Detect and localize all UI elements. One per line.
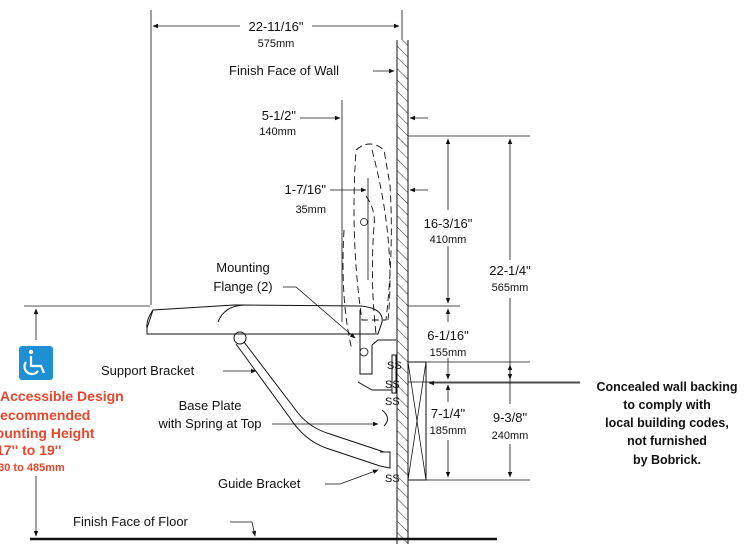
overall-width-in: 22-11/16" — [249, 19, 304, 34]
lower-mm: 185mm — [430, 425, 467, 437]
accessible-line-2: Recommended — [0, 407, 90, 423]
floor-label: Finish Face of Floor — [73, 514, 189, 529]
base-label-2: with Spring at Top — [157, 416, 261, 431]
guide-label: Guide Bracket — [218, 476, 301, 491]
depth-mm: 140mm — [259, 126, 296, 138]
flange-dimension: 1-7/16" 35mm — [285, 178, 428, 280]
accessible-line-4: 17'' to 19'' — [0, 442, 61, 458]
flange-label-2: Flange (2) — [213, 279, 272, 294]
callout-labels: Mounting Flange (2) Support Bracket Base… — [73, 260, 379, 537]
overall-width-mm: 575mm — [258, 38, 295, 50]
wall-backing — [407, 361, 427, 481]
overall-width-dimension: 22-11/16" 575mm — [150, 10, 403, 305]
accessible-line-3: Mounting Height — [0, 425, 95, 441]
accessible-block: Accessible Design Recommended Mounting H… — [0, 346, 124, 474]
wall-section — [396, 40, 409, 544]
mounting-flange — [357, 310, 397, 394]
depth-dimension: 5-1/2" 140mm — [259, 100, 428, 322]
total-mm: 565mm — [492, 282, 529, 294]
support-bracket — [233, 331, 391, 469]
flange-in: 1-7/16" — [285, 182, 327, 197]
wheelchair-glyph — [23, 349, 46, 376]
ss-mark-4: SS — [385, 473, 400, 485]
support-label: Support Bracket — [101, 363, 195, 378]
ss-mark-3: SS — [385, 396, 400, 408]
mid-in: 6-1/16" — [427, 328, 469, 343]
backing-in: 9-3/8" — [493, 410, 528, 425]
ss-mark-1: SS — [387, 360, 402, 372]
note-line-4: not furnished — [627, 434, 707, 448]
backing-mm: 240mm — [492, 430, 529, 442]
note-line-2: to comply with — [623, 398, 711, 412]
accessible-line-1: Accessible Design — [0, 388, 124, 404]
mounting-height-dimension — [24, 305, 150, 537]
upper-in: 16-3/16" — [424, 216, 473, 231]
ss-marks: SS SS SS SS — [385, 360, 402, 485]
base-label-1: Base Plate — [179, 398, 242, 413]
mid-mm: 155mm — [430, 347, 467, 359]
upper-mm: 410mm — [430, 234, 467, 246]
flange-label-1: Mounting — [216, 260, 269, 275]
depth-in: 5-1/2" — [262, 108, 297, 123]
wall-label-text: Finish Face of Wall — [229, 63, 339, 78]
wheelchair-icon — [19, 346, 53, 380]
ss-mark-2: SS — [385, 379, 400, 391]
flange-mm: 35mm — [295, 204, 326, 216]
note-line-3: local building codes, — [605, 416, 729, 430]
folded-seat-outline — [342, 143, 392, 351]
wall-label: Finish Face of Wall — [229, 63, 395, 78]
backing-note: Concealed wall backing to comply with lo… — [428, 380, 738, 467]
note-line-5: by Bobrick. — [633, 453, 701, 467]
total-in: 22-1/4" — [489, 263, 531, 278]
note-line-1: Concealed wall backing — [596, 380, 737, 394]
lower-in: 7-1/4" — [431, 406, 466, 421]
vertical-dimensions: 16-3/16" 410mm 22-1/4" 565mm 6-1/16" 155… — [408, 135, 580, 481]
accessible-line-5: 430 to 485mm — [0, 462, 65, 474]
